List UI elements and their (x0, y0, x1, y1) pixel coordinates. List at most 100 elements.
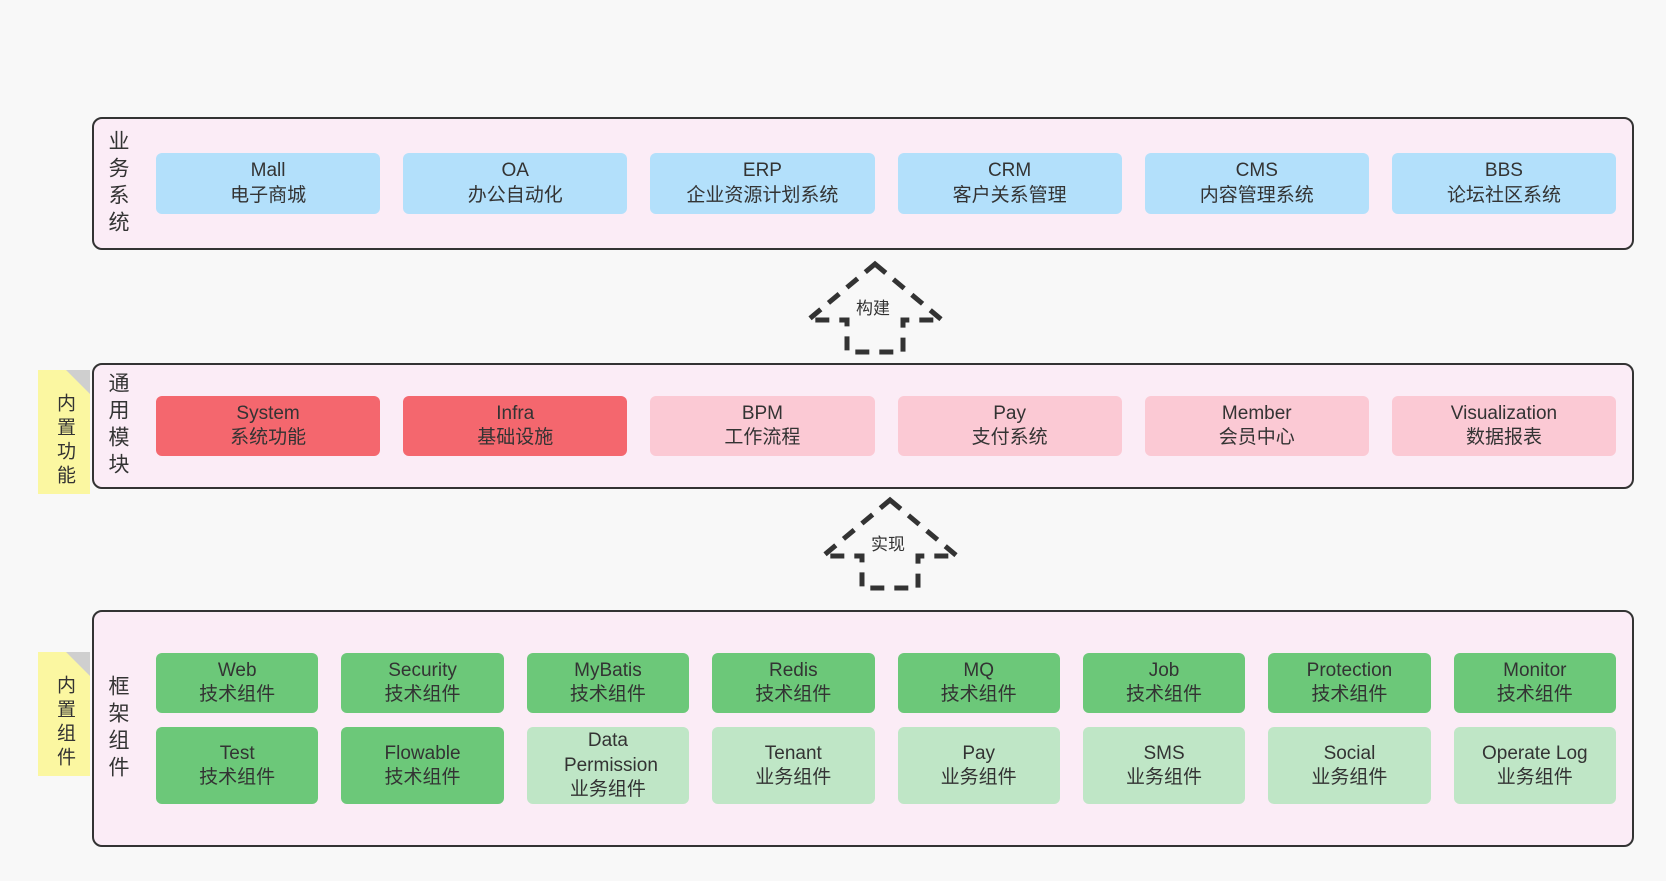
card-bpm[interactable]: BPM 工作流程 (650, 395, 875, 457)
card-subtitle: 技术组件 (1496, 684, 1573, 706)
card-job[interactable]: Job 技术组件 (1082, 652, 1246, 714)
card-row: Web 技术组件 Security 技术组件 MyBatis 技术组件 Redi… (156, 652, 1616, 714)
card-subtitle: 技术组件 (1311, 684, 1388, 706)
card-title: BBS (1484, 160, 1523, 182)
card-title: Job (1148, 659, 1180, 681)
layer-framework-component: 框架组件 Web 技术组件 Security 技术组件 MyBatis 技术组件… (92, 610, 1634, 847)
card-pay[interactable]: Pay 支付系统 (897, 395, 1122, 457)
card-subtitle: 企业资源计划系统 (686, 184, 839, 206)
card-subtitle: 技术组件 (940, 684, 1017, 706)
card-title: Operate Log (1481, 742, 1588, 764)
card-title: Flowable (384, 742, 461, 764)
card-subtitle: 基础设施 (477, 427, 554, 448)
card-subtitle: 支付系统 (971, 427, 1048, 448)
card-subtitle: 业务组件 (569, 778, 646, 800)
layer-title-common-text: 通用模块 (106, 372, 130, 480)
connector-build-label: 构建 (856, 299, 890, 318)
card-title: Pay (962, 742, 996, 764)
card-title: OA (501, 160, 529, 182)
card-title: ERP (742, 160, 782, 182)
card-erp[interactable]: ERP 企业资源计划系统 (650, 153, 875, 214)
card-flowable[interactable]: Flowable 技术组件 (341, 727, 504, 805)
card-subtitle: 技术组件 (199, 766, 276, 788)
connector-implement-label: 实现 (871, 535, 905, 554)
card-subtitle: 技术组件 (199, 684, 276, 706)
card-title: Visualization (1450, 402, 1558, 424)
card-mall[interactable]: Mall 电子商城 (156, 153, 381, 214)
layer-body-business: Mall 电子商城 OA 办公自动化 ERP 企业资源计划系统 CRM 客户关系… (140, 119, 1632, 248)
card-title: Redis (769, 659, 818, 681)
layer-body-framework: Web 技术组件 Security 技术组件 MyBatis 技术组件 Redi… (140, 612, 1632, 845)
card-member[interactable]: Member 会员中心 (1144, 395, 1369, 457)
card-test[interactable]: Test 技术组件 (156, 727, 319, 805)
card-redis[interactable]: Redis 技术组件 (712, 652, 875, 714)
card-crm[interactable]: CRM 客户关系管理 (897, 153, 1122, 214)
card-subtitle: 会员中心 (1218, 427, 1295, 448)
card-subtitle: 数据报表 (1465, 427, 1542, 448)
card-subtitle: 技术组件 (1126, 684, 1203, 706)
card-subtitle: 业务组件 (1311, 766, 1388, 788)
card-title: CMS (1235, 160, 1278, 182)
card-title: Test (219, 742, 255, 764)
card-subtitle: 业务组件 (1496, 766, 1573, 788)
card-subtitle: 客户关系管理 (952, 184, 1067, 206)
card-monitor[interactable]: Monitor 技术组件 (1453, 652, 1616, 714)
card-subtitle: 论坛社区系统 (1446, 184, 1561, 206)
card-data-permission[interactable]: Data Permission 业务组件 (526, 727, 690, 805)
card-web[interactable]: Web 技术组件 (156, 652, 319, 714)
card-title: CRM (987, 160, 1032, 182)
note-builtin-component: 内置组件 (38, 652, 90, 776)
card-subtitle: 技术组件 (569, 684, 646, 706)
card-visualization[interactable]: Visualization 数据报表 (1391, 395, 1617, 457)
card-sms[interactable]: SMS 业务组件 (1082, 727, 1246, 805)
card-system[interactable]: System 系统功能 (156, 395, 381, 457)
card-title: Security (388, 659, 457, 681)
card-mybatis[interactable]: MyBatis 技术组件 (526, 652, 690, 714)
card-security[interactable]: Security 技术组件 (341, 652, 504, 714)
note-builtin-function-text: 内置功能 (53, 393, 75, 489)
layer-title-business: 业务系统 (94, 119, 140, 248)
card-row: System 系统功能 Infra 基础设施 BPM 工作流程 Pay 支付系统… (156, 395, 1617, 457)
card-subtitle: 业务组件 (940, 766, 1017, 788)
card-bbs[interactable]: BBS 论坛社区系统 (1391, 153, 1617, 214)
card-oa[interactable]: OA 办公自动化 (403, 153, 628, 214)
card-subtitle: 工作流程 (724, 427, 801, 448)
card-subtitle: 技术组件 (384, 684, 461, 706)
card-title: Tenant (764, 742, 822, 764)
layer-title-framework-text: 框架组件 (106, 674, 130, 783)
card-social[interactable]: Social 业务组件 (1268, 727, 1431, 805)
card-title: MQ (963, 659, 994, 681)
card-subtitle: 业务组件 (755, 766, 832, 788)
card-title: Infra (496, 402, 535, 424)
note-builtin-component-text: 内置组件 (53, 675, 75, 771)
card-title: Data Permission (563, 730, 658, 776)
card-subtitle: 内容管理系统 (1199, 184, 1314, 206)
card-title: Web (217, 659, 257, 681)
card-infra[interactable]: Infra 基础设施 (403, 395, 628, 457)
card-title: Mall (250, 160, 286, 182)
card-cms[interactable]: CMS 内容管理系统 (1144, 153, 1369, 214)
card-title: BPM (741, 402, 784, 424)
card-subtitle: 系统功能 (230, 427, 307, 448)
layer-title-business-text: 业务系统 (106, 129, 130, 238)
card-title: Pay (993, 402, 1026, 424)
card-row: Test 技术组件 Flowable 技术组件 Data Permission … (156, 727, 1616, 805)
card-subtitle: 技术组件 (384, 766, 461, 788)
card-mq[interactable]: MQ 技术组件 (897, 652, 1060, 714)
note-builtin-function: 内置功能 (38, 370, 90, 494)
card-title: System (236, 402, 300, 424)
card-subtitle: 办公自动化 (467, 184, 563, 206)
card-pay-component[interactable]: Pay 业务组件 (897, 727, 1060, 805)
card-title: Member (1221, 402, 1292, 424)
card-operate-log[interactable]: Operate Log 业务组件 (1453, 727, 1616, 805)
card-title: SMS (1143, 742, 1185, 764)
card-title: Monitor (1503, 659, 1567, 681)
layer-common-module: 通用模块 System 系统功能 Infra 基础设施 BPM 工作流程 Pay (92, 363, 1634, 489)
layer-title-framework: 框架组件 (94, 612, 140, 845)
card-protection[interactable]: Protection 技术组件 (1268, 652, 1431, 714)
card-subtitle: 电子商城 (230, 184, 307, 206)
card-title: Social (1323, 742, 1376, 764)
card-tenant[interactable]: Tenant 业务组件 (712, 727, 875, 805)
card-row: Mall 电子商城 OA 办公自动化 ERP 企业资源计划系统 CRM 客户关系… (156, 153, 1617, 214)
